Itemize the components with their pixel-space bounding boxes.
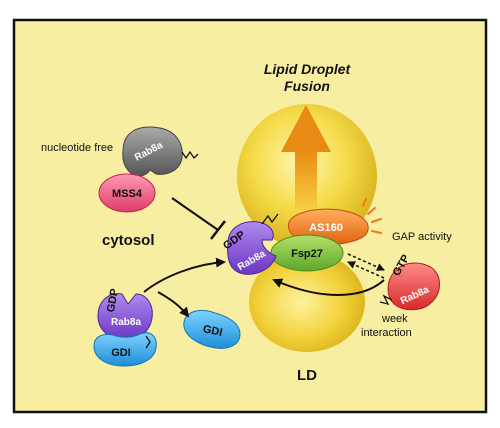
gap-activity-label: GAP activity <box>392 231 452 243</box>
gdi-bound-label: GDI <box>111 347 131 359</box>
rab8a-gtp <box>379 262 440 311</box>
lipid-droplet-bottom <box>249 252 365 352</box>
fusion-arrow <box>281 105 331 210</box>
gdi-free-label: GDI <box>202 323 224 339</box>
rab8a-gdp-left-label: Rab8a <box>111 317 141 328</box>
mss4-protein <box>98 173 156 213</box>
gdi-release-arrow <box>157 291 190 318</box>
hydrolysis-return-arrow <box>272 278 385 296</box>
gdp-left-label: GDP <box>105 288 121 314</box>
rab8a-gdp-center <box>227 213 279 275</box>
rab8a-nucleotide-free: Rab8a <box>122 126 199 177</box>
fsp27-label: Fsp27 <box>291 248 323 260</box>
nucleotide-free-label: nucleotide free <box>41 142 113 154</box>
fsp27-protein <box>270 234 344 272</box>
gap-activity-sparks <box>362 198 382 234</box>
mss4-label: MSS4 <box>112 188 143 200</box>
title-line1: Lipid Droplet <box>264 61 352 77</box>
title-line2: Fusion <box>284 78 330 94</box>
ld-label: LD <box>297 367 317 384</box>
weak-interaction-arrows <box>347 253 385 279</box>
cytosol-label: cytosol <box>102 232 155 249</box>
gdi-free <box>183 309 241 349</box>
inhibition-arrow <box>171 197 226 240</box>
week-label: week <box>381 313 408 325</box>
delivery-arrow <box>143 257 226 293</box>
gdi-bound <box>93 332 157 367</box>
as160-label: AS160 <box>309 222 343 234</box>
interaction-label: interaction <box>361 327 412 339</box>
